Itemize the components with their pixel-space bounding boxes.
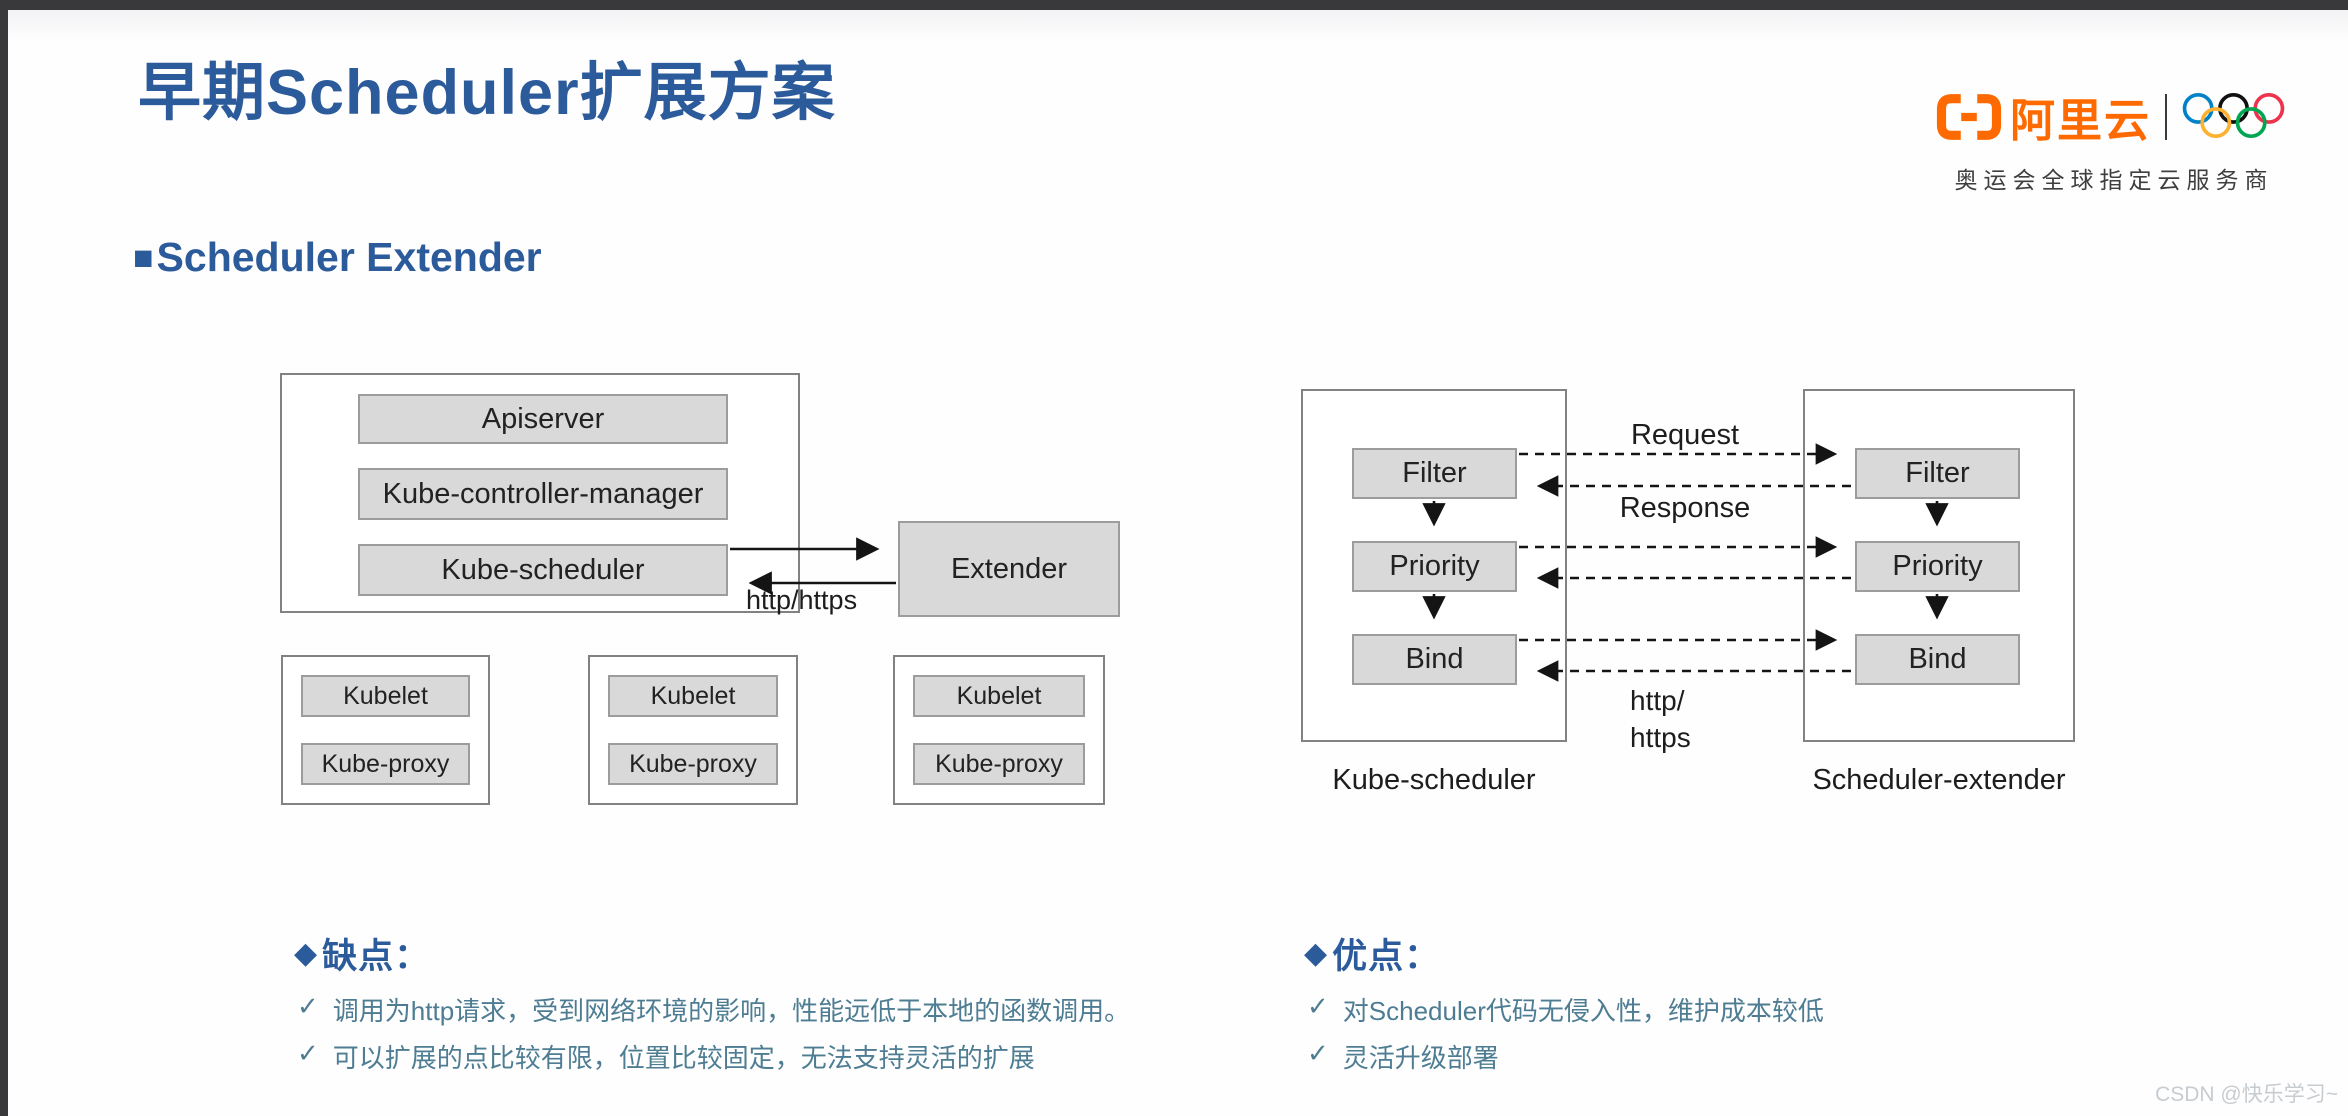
protocol-line1: http/	[1630, 685, 1685, 716]
kube-controller-manager-box: Kube-controller-manager	[358, 468, 728, 520]
kube-proxy-box: Kube-proxy	[608, 743, 778, 785]
kube-scheduler-caption: Kube-scheduler	[1332, 764, 1536, 796]
request-label: Request	[1630, 419, 1739, 451]
diamond-icon: ◆	[1304, 936, 1328, 970]
olympic-rings-icon	[2182, 92, 2285, 139]
http-https-label: http/https	[746, 585, 858, 615]
filter-box-right: Filter	[1855, 448, 2020, 499]
cons-heading: ◆ 缺点：	[294, 928, 430, 979]
node-box: Kubelet Kube-proxy	[588, 655, 798, 805]
kubelet-box: Kubelet	[301, 675, 470, 717]
apiserver-box: Apiserver	[358, 394, 728, 444]
node-box: Kubelet Kube-proxy	[281, 655, 490, 805]
section-title: Scheduler Extender	[156, 234, 542, 280]
check-icon: ✓	[297, 991, 319, 1021]
diamond-icon: ◆	[294, 936, 318, 970]
priority-box-right: Priority	[1855, 541, 2020, 592]
bind-box-left: Bind	[1352, 634, 1517, 685]
square-bullet-icon: ■	[133, 238, 154, 277]
window-left-border	[0, 0, 8, 1116]
check-icon: ✓	[1307, 1038, 1329, 1068]
cons-item-text: 调用为http请求，受到网络环境的影响，性能远低于本地的函数调用。	[332, 996, 1131, 1026]
priority-box-left: Priority	[1352, 541, 1517, 592]
node-box: Kubelet Kube-proxy	[893, 655, 1105, 805]
check-icon: ✓	[297, 1038, 319, 1068]
kube-proxy-box: Kube-proxy	[301, 743, 470, 785]
brand-block: 阿里云 奥运会全球指定云服务商	[1936, 84, 2292, 195]
top-gradient-strip	[8, 10, 2348, 44]
cons-item: ✓ 调用为http请求，受到网络环境的影响，性能远低于本地的函数调用。	[297, 991, 1130, 1028]
pros-heading: ◆ 优点：	[1304, 928, 1440, 979]
protocol-label: http/ https	[1630, 682, 1691, 756]
brand-row: 阿里云	[1936, 84, 2292, 149]
kubelet-box: Kubelet	[608, 675, 778, 717]
protocol-line2: https	[1630, 722, 1691, 753]
scheduler-extender-caption: Scheduler-extender	[1812, 764, 2066, 796]
pros-item: ✓ 灵活升级部署	[1307, 1038, 1499, 1075]
filter-box-left: Filter	[1352, 448, 1517, 499]
pros-item-text: 灵活升级部署	[1342, 1043, 1499, 1073]
check-icon: ✓	[1307, 991, 1329, 1021]
extender-box: Extender	[898, 521, 1120, 617]
page-title: 早期Scheduler扩展方案	[138, 58, 836, 128]
pros-heading-text: 优点：	[1332, 937, 1441, 976]
kube-scheduler-box: Kube-scheduler	[358, 544, 728, 596]
kube-proxy-box: Kube-proxy	[913, 743, 1085, 785]
response-label: Response	[1619, 492, 1751, 524]
section-header: ■ Scheduler Extender	[133, 234, 542, 281]
bind-box-right: Bind	[1855, 634, 2020, 685]
brand-divider	[2165, 93, 2168, 140]
cons-item: ✓ 可以扩展的点比较有限，位置比较固定，无法支持灵活的扩展	[297, 1038, 1035, 1075]
pros-item-text: 对Scheduler代码无侵入性，维护成本较低	[1342, 996, 1824, 1026]
watermark: CSDN @快乐学习~	[2155, 1083, 2338, 1106]
cons-item-text: 可以扩展的点比较有限，位置比较固定，无法支持灵活的扩展	[332, 1043, 1035, 1073]
kubelet-box: Kubelet	[913, 675, 1085, 717]
cons-heading-text: 缺点：	[322, 937, 431, 976]
brand-name: 阿里云	[2010, 95, 2152, 146]
aliyun-logo-icon	[1936, 93, 2002, 140]
pros-item: ✓ 对Scheduler代码无侵入性，维护成本较低	[1307, 991, 1824, 1028]
brand-tagline: 奥运会全球指定云服务商	[1954, 167, 2274, 193]
window-top-border	[0, 0, 2348, 10]
